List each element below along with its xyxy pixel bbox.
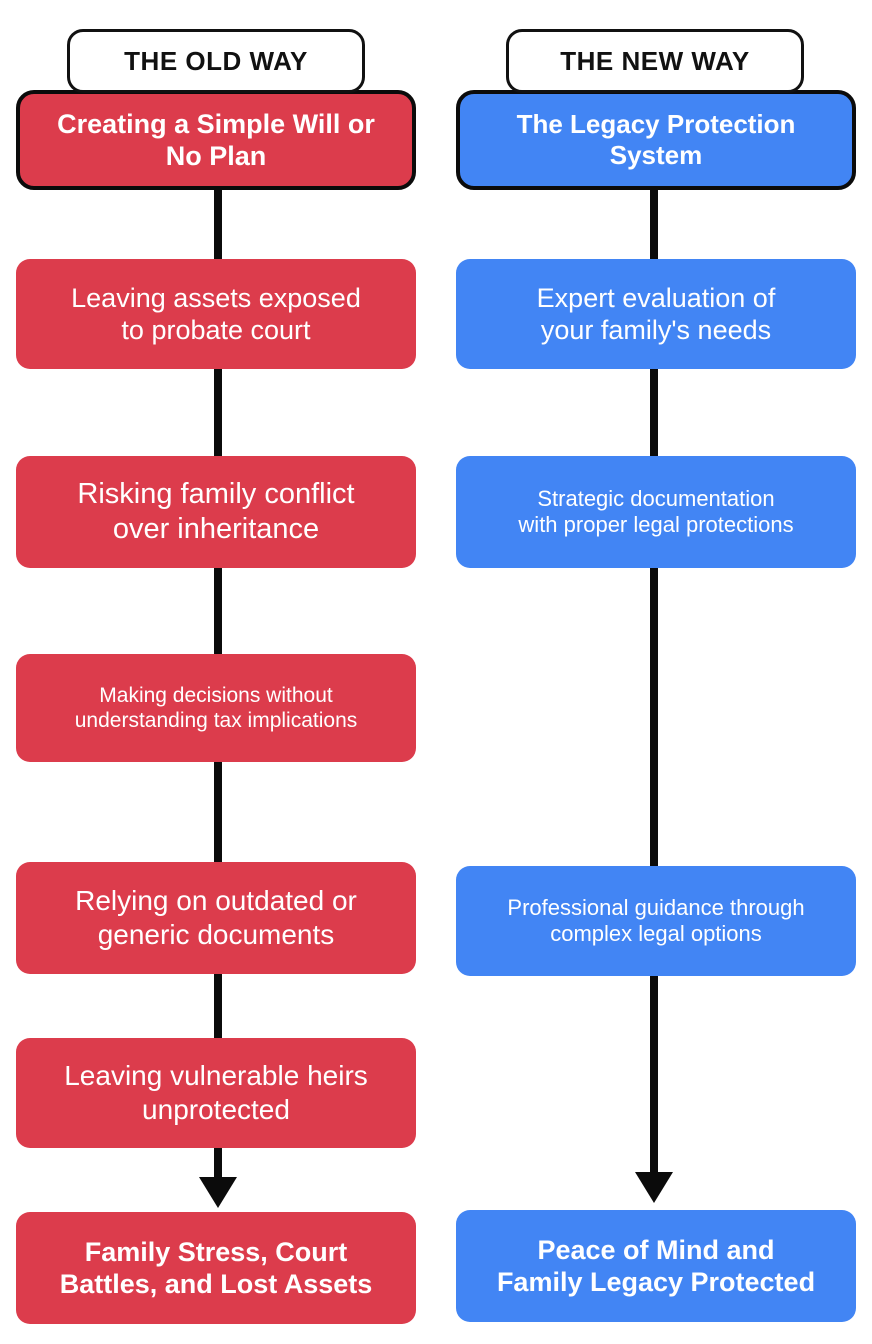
header-pill-old-way[interactable]: THE OLD WAY [67,29,365,93]
node-old-way-7[interactable]: Family Stress, Court Battles, and Lost A… [16,1212,416,1324]
node-old-way-3[interactable]: Risking family conflict over inheritance [16,456,416,568]
node-new-way-2[interactable]: Expert evaluation of your family's needs [456,259,856,369]
connector-line-old-4 [214,760,222,864]
connector-line-new-3 [650,566,658,866]
node-new-way-1[interactable]: The Legacy Protection System [456,90,856,190]
column-new-way: The Legacy Protection System Expert eval… [436,0,872,1344]
node-old-way-5[interactable]: Relying on outdated or generic documents [16,862,416,974]
node-old-way-1[interactable]: Creating a Simple Will or No Plan [16,90,416,190]
node-old-way-2[interactable]: Leaving assets exposed to probate court [16,259,416,369]
connector-line-new-1 [650,186,658,262]
connector-line-old-1 [214,186,222,262]
connector-line-old-2 [214,366,222,462]
node-new-way-5[interactable]: Peace of Mind and Family Legacy Protecte… [456,1210,856,1322]
connector-line-old-6 [214,1146,222,1184]
connector-line-new-4 [650,972,658,1180]
connector-line-old-5 [214,972,222,1040]
arrow-head-old-way [199,1177,237,1208]
node-old-way-4[interactable]: Making decisions without understanding t… [16,654,416,762]
node-new-way-3[interactable]: Strategic documentation with proper lega… [456,456,856,568]
header-pill-new-way[interactable]: THE NEW WAY [506,29,804,93]
node-new-way-4[interactable]: Professional guidance through complex le… [456,866,856,976]
connector-line-old-3 [214,566,222,658]
column-old-way: Creating a Simple Will or No Plan Leavin… [16,29,416,1324]
node-old-way-6[interactable]: Leaving vulnerable heirs unprotected [16,1038,416,1148]
arrow-head-new-way [635,1172,673,1203]
connector-line-new-2 [650,366,658,462]
